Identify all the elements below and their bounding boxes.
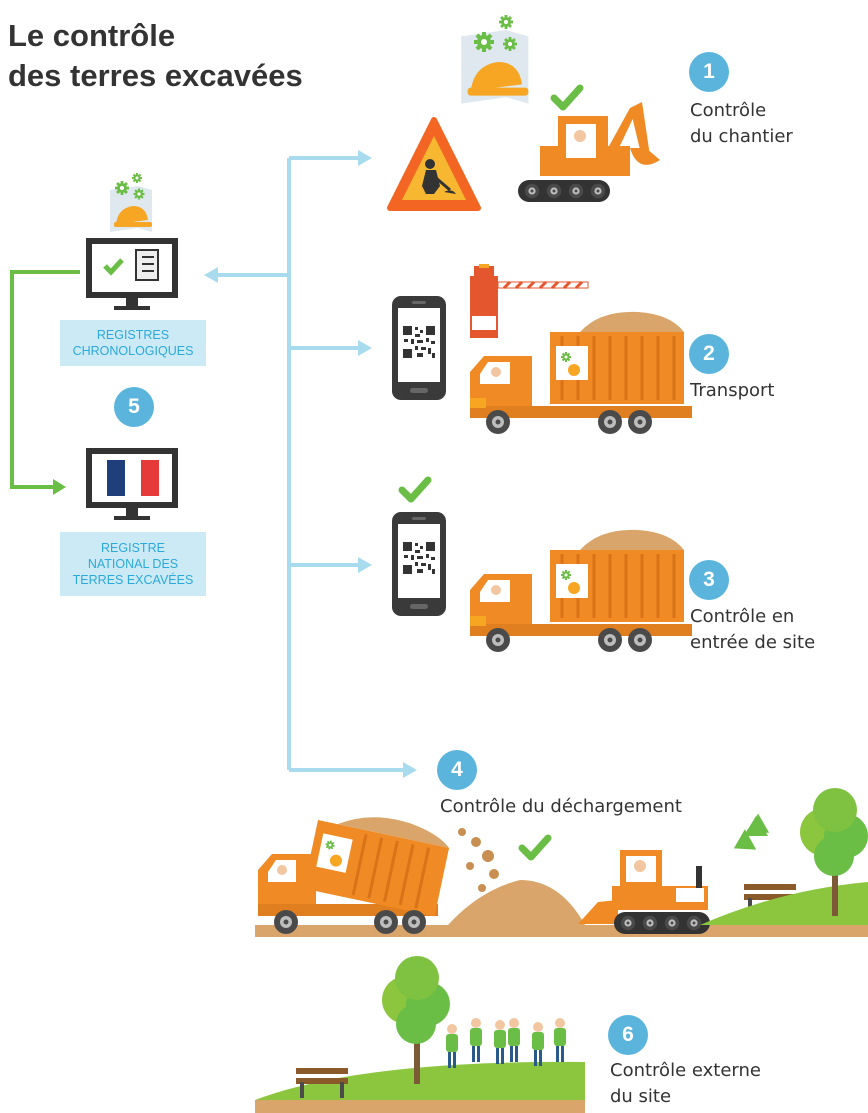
monitor-flag-icon [86, 448, 178, 520]
step-6-line2: du site [610, 1086, 672, 1107]
register-docs-icon [110, 173, 152, 232]
step-label-4: Contrôle du déchargement [440, 794, 682, 820]
phone-qr-icon [392, 296, 446, 400]
step-3-line1: Contrôle en [690, 606, 795, 627]
docs-gear-icon [461, 15, 529, 104]
flow-arrows [215, 156, 405, 772]
register-national-line2: NATIONAL DES [87, 557, 179, 571]
step-6-line1: Contrôle externe [610, 1060, 761, 1081]
recycle-icon [733, 813, 770, 850]
step-badge-6: 6 [608, 1015, 648, 1055]
excavator-icon [518, 88, 660, 202]
external-control-scene [255, 954, 585, 1113]
register-chrono-line1: REGISTRES [96, 328, 170, 342]
register-national-box: REGISTRE NATIONAL DES TERRES EXCAVÉES [60, 532, 206, 596]
barrier-icon [470, 264, 589, 338]
register-national-line3: TERRES EXCAVÉES [72, 573, 194, 587]
step-label-2: Transport [690, 378, 774, 404]
register-national-line1: REGISTRE [101, 541, 165, 555]
step-1-line1: Contrôle [690, 100, 767, 121]
step-badge-3: 3 [689, 560, 729, 600]
step-4-line1: Contrôle du déchargement [440, 796, 682, 817]
green-link-arrow [10, 270, 80, 495]
roadwork-sign-icon [387, 117, 481, 211]
step-badge-5: 5 [114, 387, 154, 427]
unloading-scene [255, 786, 868, 937]
monitor-checklist-icon [86, 238, 178, 310]
check-icon [402, 480, 428, 499]
title-line-1: Le contrôle [8, 18, 176, 53]
step-label-3: Contrôle en entrée de site [690, 604, 815, 656]
step-1-line2: du chantier [690, 126, 793, 147]
register-chrono-box: REGISTRES CHRONOLOGIQUES [60, 320, 206, 366]
arrow-heads [204, 150, 417, 778]
step-3-line2: entrée de site [690, 632, 816, 653]
step-badge-2: 2 [689, 334, 729, 374]
phone-qr-icon-2 [392, 512, 446, 616]
step-badge-1: 1 [689, 52, 729, 92]
truck-transport-icon [470, 312, 692, 434]
truck-entry-icon [470, 530, 692, 652]
register-chrono-line2: CHRONOLOGIQUES [72, 344, 194, 358]
title-line-2: des terres excavées [8, 58, 303, 93]
step-label-6: Contrôle externe du site [610, 1058, 761, 1110]
step-badge-4: 4 [437, 750, 477, 790]
step-label-1: Contrôle du chantier [690, 98, 793, 150]
step-2-line1: Transport [690, 380, 775, 401]
page-title: Le contrôle des terres excavées [8, 16, 303, 96]
